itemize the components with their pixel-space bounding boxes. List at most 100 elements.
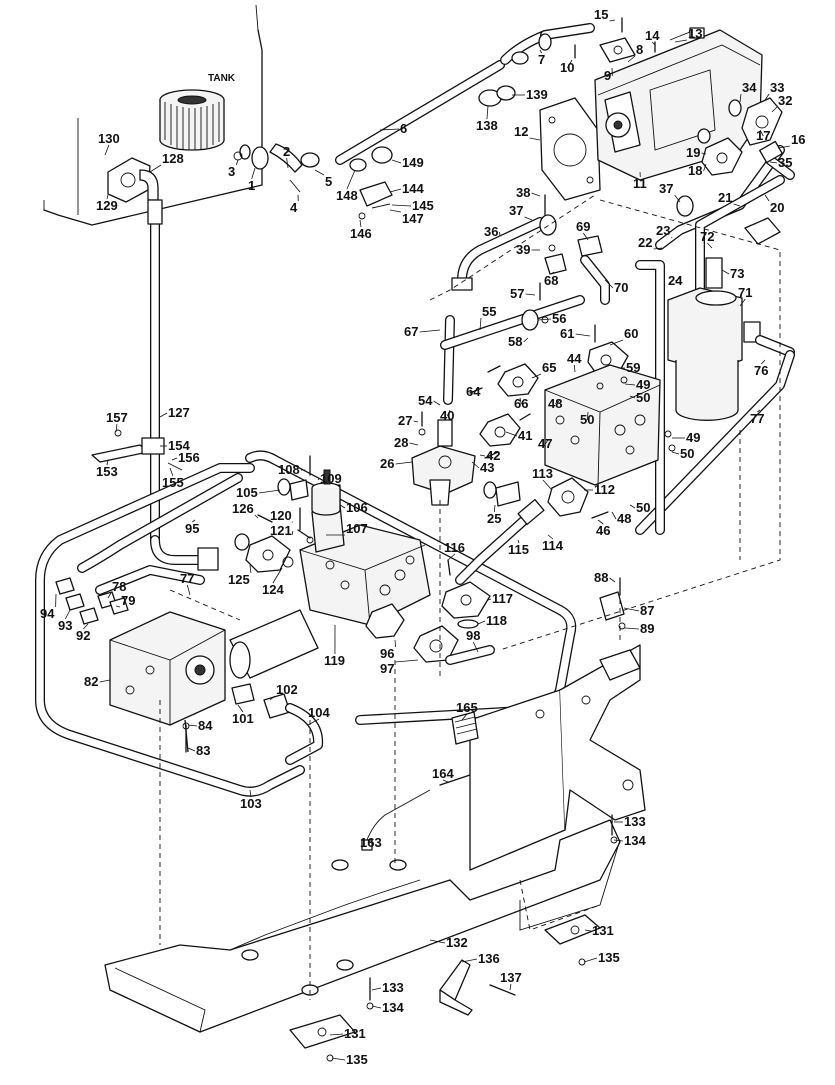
callout-label-40: 40 xyxy=(440,408,454,423)
callout-label-94: 94 xyxy=(40,606,55,621)
callout-label-164: 164 xyxy=(432,766,454,781)
callout-label-126: 126 xyxy=(232,501,254,516)
callout-126: 126 xyxy=(232,501,258,518)
callout-134b: 134 xyxy=(372,1000,404,1015)
callout-57: 57 xyxy=(510,286,535,301)
callout-label-84: 84 xyxy=(198,718,213,733)
callout-121: 121 xyxy=(270,523,293,538)
leader-line-105 xyxy=(259,490,280,493)
callout-93: 93 xyxy=(58,610,72,633)
callout-95: 95 xyxy=(185,520,199,536)
leader-line-127 xyxy=(160,413,167,417)
callout-28: 28 xyxy=(394,435,418,450)
leader-line-96 xyxy=(395,640,396,647)
callout-155: 155 xyxy=(162,468,184,490)
callout-label-135a: 135 xyxy=(598,950,620,965)
callout-label-139: 139 xyxy=(526,87,548,102)
callout-label-149: 149 xyxy=(402,155,424,170)
callout-label-15: 15 xyxy=(594,7,608,22)
callout-label-115: 115 xyxy=(508,542,529,557)
callout-label-137: 137 xyxy=(500,970,522,985)
callout-label-44: 44 xyxy=(567,351,582,366)
callout-label-131b: 131 xyxy=(344,1026,366,1041)
valve-block-26 xyxy=(412,420,475,505)
callout-label-165: 165 xyxy=(456,700,478,715)
callout-label-50a: 50 xyxy=(636,390,650,405)
callout-label-135b: 135 xyxy=(346,1052,368,1067)
callout-96: 96 xyxy=(380,640,396,661)
callout-label-119: 119 xyxy=(324,653,345,668)
fitting-105 xyxy=(278,479,308,500)
callout-105: 105 xyxy=(236,485,280,500)
clamp-139 xyxy=(479,86,515,106)
callout-58: 58 xyxy=(508,334,528,349)
callout-label-87: 87 xyxy=(640,603,654,618)
leader-line-128 xyxy=(150,165,161,172)
leader-line-50d xyxy=(630,505,635,508)
callout-label-14: 14 xyxy=(645,28,660,43)
leader-line-134b xyxy=(372,1006,381,1008)
callout-label-71: 71 xyxy=(738,285,752,300)
callout-label-77a: 77 xyxy=(750,411,764,426)
leader-line-3 xyxy=(236,160,238,165)
callout-label-70: 70 xyxy=(614,280,628,295)
hose-115 xyxy=(460,500,544,580)
callout-label-21: 21 xyxy=(718,190,732,205)
leader-line-57 xyxy=(526,294,535,295)
callout-label-50d: 50 xyxy=(636,500,650,515)
suction-strainer xyxy=(160,90,224,150)
callout-label-57: 57 xyxy=(510,286,524,301)
callout-label-60: 60 xyxy=(624,326,638,341)
callout-label-101: 101 xyxy=(232,711,254,726)
callout-label-7: 7 xyxy=(538,52,545,67)
leader-line-82 xyxy=(100,680,110,682)
callout-label-153: 153 xyxy=(96,464,118,479)
flange-117 xyxy=(442,582,490,628)
callout-label-72: 72 xyxy=(700,229,714,244)
callout-label-106: 106 xyxy=(346,500,368,515)
callout-label-26: 26 xyxy=(380,456,394,471)
leader-line-13 xyxy=(675,40,687,42)
leader-line-28 xyxy=(410,443,418,445)
callout-37b: 37 xyxy=(509,203,532,220)
callout-49b: 49 xyxy=(672,430,700,445)
callout-label-25: 25 xyxy=(487,511,501,526)
leader-line-12 xyxy=(530,138,540,140)
leader-line-133b xyxy=(372,988,381,990)
callout-119: 119 xyxy=(324,625,345,668)
callout-1: 1 xyxy=(248,168,255,193)
callout-101: 101 xyxy=(232,705,254,726)
callout-label-9: 9 xyxy=(604,68,611,83)
leader-line-67 xyxy=(420,330,440,332)
callout-label-22: 22 xyxy=(638,235,652,250)
callout-20: 20 xyxy=(765,195,784,215)
callout-label-130: 130 xyxy=(98,131,120,146)
callout-117: 117 xyxy=(488,591,513,606)
fittings-163-165 xyxy=(362,712,478,850)
leader-line-135b xyxy=(332,1058,345,1060)
callout-48b: 48 xyxy=(612,511,631,526)
callout-label-28: 28 xyxy=(394,435,408,450)
callout-label-77b: 77 xyxy=(180,571,194,586)
callout-label-131a: 131 xyxy=(592,923,614,938)
callout-82: 82 xyxy=(84,674,110,689)
callout-64: 64 xyxy=(466,384,481,399)
leader-line-130 xyxy=(105,145,109,155)
leader-line-156 xyxy=(172,458,177,460)
callout-label-136: 136 xyxy=(478,951,500,966)
leader-line-136 xyxy=(462,959,477,962)
callout-5a: 5 xyxy=(315,170,332,189)
callout-label-12: 12 xyxy=(514,124,528,139)
callout-label-37b: 37 xyxy=(509,203,523,218)
callout-label-37a: 37 xyxy=(659,181,673,196)
leader-line-61 xyxy=(576,334,590,336)
callout-label-116: 116 xyxy=(444,540,465,555)
callout-15: 15 xyxy=(594,7,615,22)
callout-label-107: 107 xyxy=(346,521,368,536)
callout-label-56: 56 xyxy=(552,311,566,326)
callout-38: 38 xyxy=(516,185,540,200)
callout-61: 61 xyxy=(560,326,590,341)
leader-line-157 xyxy=(116,424,117,432)
